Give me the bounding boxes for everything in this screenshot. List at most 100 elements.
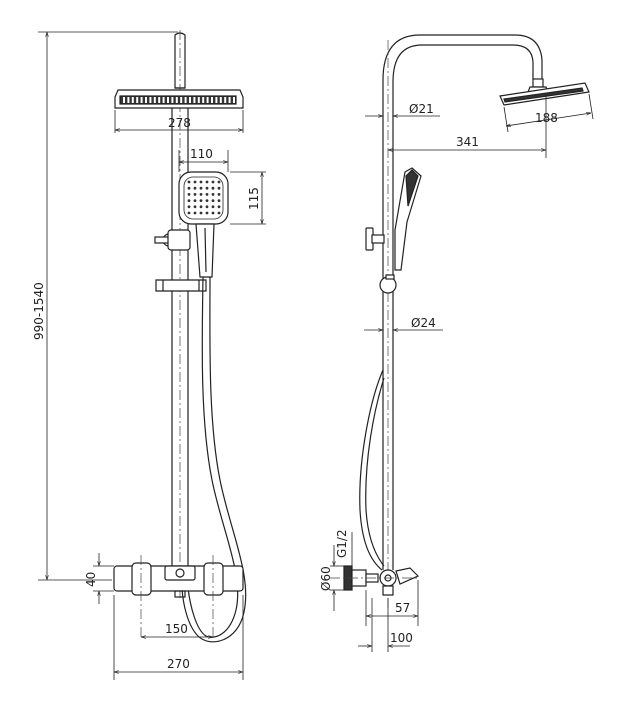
nozzle <box>167 97 169 103</box>
hand-shower-nozzle <box>217 205 221 209</box>
hand-shower-nozzle <box>211 199 215 203</box>
hand-shower-nozzle <box>211 193 215 196</box>
dim-inlet-spacing-label: 150 <box>165 622 188 636</box>
nozzle <box>127 97 130 103</box>
dim-hand-shower-height: 115 <box>230 171 266 225</box>
dim-head-width-label: 278 <box>168 116 191 130</box>
dim-total-height-label: 990-1540 <box>32 282 46 340</box>
hand-shower-nozzle <box>217 211 221 215</box>
hand-shower-nozzle <box>187 211 191 215</box>
hand-shower-nozzle <box>217 199 221 203</box>
hand-shower-nozzle <box>193 211 197 215</box>
nozzle <box>233 97 235 103</box>
nozzle <box>149 97 152 103</box>
dim-hand-shower-height-label: 115 <box>247 187 261 210</box>
hand-shower-nozzle <box>187 186 191 190</box>
hand-shower-nozzle <box>205 199 209 203</box>
hand-shower-nozzle <box>205 180 209 184</box>
hand-shower-nozzle <box>205 186 209 190</box>
dim-upper-pipe-dia: Ø21 <box>365 102 440 116</box>
dim-spout-depth: 57 <box>365 580 419 626</box>
dim-lower-pipe-dia-label: Ø24 <box>411 316 436 330</box>
hand-shower-nozzle <box>187 199 191 203</box>
side-valve <box>330 565 420 596</box>
side-shower-head <box>499 78 590 106</box>
hand-shower-nozzle <box>193 205 197 209</box>
dim-total-height: 990-1540 <box>32 31 178 581</box>
dim-hand-shower-width: 110 <box>178 147 229 172</box>
dim-thread-label: G1/2 <box>335 529 349 558</box>
nozzle <box>215 97 218 103</box>
front-slider-holder <box>155 279 207 292</box>
hand-shower-nozzle <box>217 193 221 196</box>
nozzle <box>153 97 156 103</box>
hand-shower-nozzle <box>205 193 209 196</box>
dim-escutcheon-dia: Ø60 <box>319 545 344 611</box>
hand-shower-nozzle <box>211 186 215 190</box>
front-valve-body <box>113 555 244 640</box>
hand-shower-nozzle <box>211 205 215 209</box>
nozzle <box>180 97 183 103</box>
hand-shower-nozzle <box>205 205 209 209</box>
side-hose <box>359 369 385 571</box>
nozzle <box>228 97 231 103</box>
hand-shower-nozzles <box>187 180 221 215</box>
hand-shower-nozzle <box>211 180 215 184</box>
dim-inlet-spacing: 150 <box>141 622 213 637</box>
hand-shower-nozzle <box>193 186 197 190</box>
nozzle <box>197 97 200 103</box>
nozzle <box>158 97 161 103</box>
nozzle <box>193 97 196 103</box>
nozzle <box>184 97 187 103</box>
hand-shower-nozzle <box>199 205 203 209</box>
side-slider <box>379 274 397 294</box>
nozzle <box>162 97 165 103</box>
dim-valve-width-label: 270 <box>167 657 190 671</box>
hand-shower-nozzle <box>205 211 209 215</box>
front-diverter-knob <box>154 229 191 251</box>
dim-arm-reach-label: 341 <box>456 135 479 149</box>
hand-shower-nozzle <box>199 211 203 215</box>
hand-shower-nozzle <box>187 193 191 196</box>
dim-spout-depth-label: 57 <box>395 601 410 615</box>
dim-escutcheon-dia-label: Ø60 <box>319 566 333 591</box>
dim-arm-reach: 341 <box>388 95 547 158</box>
hand-shower-nozzle <box>211 211 215 215</box>
head-nozzles <box>123 97 235 103</box>
dim-head-width: 278 <box>114 110 244 133</box>
hand-shower-nozzle <box>217 186 221 190</box>
nozzle <box>211 97 213 103</box>
nozzle <box>202 97 205 103</box>
dim-head-diameter: 188 <box>503 93 594 133</box>
side-riser-arm <box>382 34 543 610</box>
dim-thread: G1/2 <box>335 529 353 566</box>
dim-head-diameter-label: 188 <box>535 111 558 125</box>
dim-valve-depth: 100 <box>358 598 413 652</box>
dim-lower-pipe-dia: Ø24 <box>364 316 443 330</box>
nozzle <box>140 97 143 103</box>
dim-valve-depth-label: 100 <box>390 631 413 645</box>
front-shower-head <box>114 87 244 109</box>
dim-upper-pipe-dia-label: Ø21 <box>409 102 434 116</box>
hand-shower-nozzle <box>193 199 197 203</box>
nozzle <box>175 97 178 103</box>
side-diverter-knob <box>365 227 385 251</box>
nozzle <box>145 97 147 103</box>
hand-shower-nozzle <box>199 180 203 184</box>
nozzle <box>136 97 139 103</box>
side-view: 188 Ø21 341 <box>319 34 594 652</box>
dim-valve-height-label: 40 <box>84 572 98 587</box>
front-view: 278 110 115 <box>32 30 266 680</box>
hand-shower-nozzle <box>217 180 221 184</box>
dim-valve-height: 40 <box>84 553 114 604</box>
nozzle <box>224 97 227 103</box>
hand-shower-nozzle <box>187 205 191 209</box>
nozzle <box>171 97 174 103</box>
nozzle <box>123 97 125 103</box>
hand-shower-nozzle <box>199 199 203 203</box>
hand-shower-nozzle <box>199 193 203 196</box>
side-hand-shower <box>394 167 422 271</box>
nozzle <box>219 97 222 103</box>
hand-shower-nozzle <box>193 180 197 184</box>
